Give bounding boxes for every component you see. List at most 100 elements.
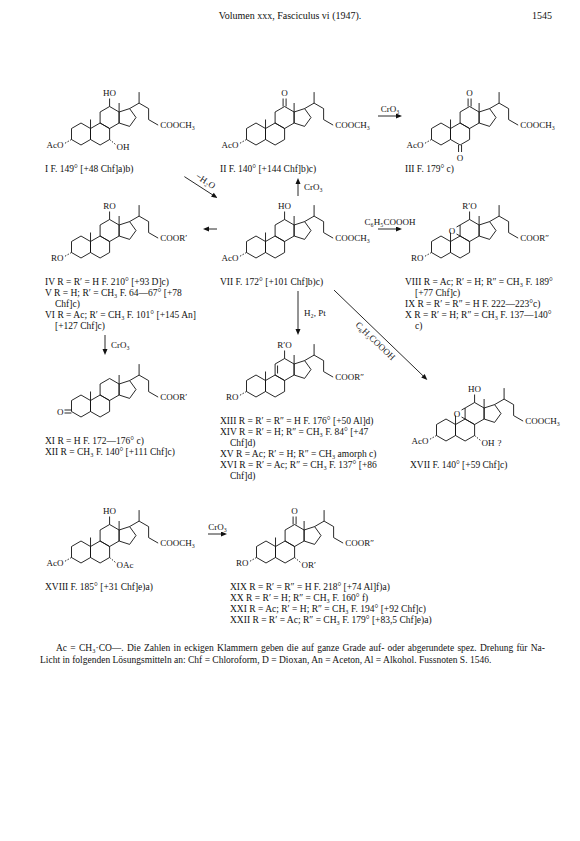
side-chain	[305, 103, 315, 109]
ring-b	[266, 236, 285, 258]
atom-label: COOCH₃	[160, 538, 195, 548]
structure-formula: COOCH₃HOAcOOH?O	[410, 382, 560, 460]
side-chain	[139, 103, 149, 109]
methyl-bond	[304, 521, 305, 530]
side-chain	[499, 92, 500, 103]
atom-label: ?	[498, 438, 502, 448]
atom-label: RO	[236, 558, 249, 568]
compound-caption: I F. 149° [+48 Chf]a)b)	[45, 164, 200, 175]
reaction-arrow	[103, 335, 108, 355]
compound-caption: IX R = R′ = R″ = H F. 222—223°c)	[405, 299, 560, 310]
ring-d	[119, 109, 136, 127]
arrowhead	[396, 227, 402, 232]
ring-c	[465, 403, 484, 425]
double-bond	[286, 99, 287, 107]
atom-label: AcO	[411, 436, 428, 446]
atom-label: COOR″	[345, 538, 374, 548]
compound-caption: XV R = Ac; R′ = H; R″ = CH₃ amorph c)	[220, 449, 392, 460]
side-chain	[139, 216, 149, 222]
atom-label: O	[57, 407, 64, 417]
atom-label: O	[466, 88, 473, 98]
side-chain	[495, 399, 505, 405]
ring-c	[100, 107, 119, 129]
compound-caption: XXII R = R′ = Ac; R″ = CH₃ F. 179° [+83,…	[230, 615, 440, 626]
atom-label: RO	[103, 201, 116, 211]
alpha-bond	[64, 558, 71, 562]
compound-caption: XII R = CH₃ F. 140° [+111 Chf]c)	[45, 447, 200, 458]
reagent-label: CrO₃	[380, 104, 401, 114]
compound-node: COOR″R′OROXIII R = R′ = R″ = H F. 176° […	[220, 338, 392, 482]
side-chain	[333, 527, 334, 538]
ring-d	[294, 109, 311, 127]
side-chain	[324, 372, 334, 378]
methyl-bond	[90, 538, 91, 547]
side-chain	[148, 109, 149, 120]
ring-d	[479, 222, 496, 240]
atom-label: HO	[278, 201, 291, 211]
side-chain	[504, 399, 514, 405]
side-chain	[509, 233, 519, 239]
compound-caption: III F. 179° c)	[405, 164, 560, 175]
methyl-bond	[479, 216, 480, 225]
ring-a	[72, 236, 91, 258]
atom-label: AcO	[46, 558, 63, 568]
ring-b	[456, 419, 475, 441]
page-number: 1545	[532, 10, 552, 21]
bond	[474, 395, 475, 403]
side-chain	[314, 355, 324, 361]
ring-a	[432, 236, 451, 258]
compound-caption: XIII R = R′ = R″ = H F. 176° [+50 Al]d)	[220, 416, 392, 427]
atom-label: O	[457, 153, 464, 163]
ring-a	[257, 541, 276, 563]
atom-label: R′O	[277, 340, 291, 350]
arrowhead	[296, 178, 301, 184]
ring-b	[451, 236, 470, 258]
arrow-shaft	[105, 335, 106, 350]
ring-d	[119, 527, 136, 545]
atom-label: AcO	[46, 140, 63, 150]
atom-label: OH	[117, 142, 130, 152]
double-bond	[293, 517, 294, 525]
double-bond	[64, 413, 71, 414]
ring-d	[294, 222, 311, 240]
side-chain	[323, 109, 324, 120]
methyl-bond	[119, 375, 120, 384]
compound-node: COOR″OROOR′XIX R = R′ = R″ = H F. 218° […	[230, 504, 440, 626]
ring-c	[460, 220, 479, 242]
compound-caption: XVI R = R′ = Ac; R″ = CH₃ F. 137° [+86 C…	[220, 460, 392, 482]
side-chain	[324, 233, 334, 239]
compound-caption: IV R = R′ = H F. 210° [+93 D]c)	[45, 277, 200, 288]
reagent-label: CrO₃	[207, 522, 228, 532]
side-chain	[139, 364, 140, 375]
bond	[469, 212, 470, 220]
side-chain	[130, 103, 140, 109]
arrowhead	[296, 329, 301, 335]
reagent-label: −H₂O	[193, 170, 218, 191]
compound-caption: VII F. 172° [+101 Chf]b)c)	[220, 277, 375, 288]
arrowhead	[221, 532, 227, 537]
side-chain	[508, 222, 509, 233]
side-chain	[130, 216, 140, 222]
double-bond	[471, 99, 472, 107]
compound-caption: X R = R′ = H; R″ = CH₃ F. 137—140° c)	[405, 310, 560, 332]
running-header: Volumen xxx, Fasciculus vi (1947).	[219, 10, 362, 21]
arrowhead	[103, 349, 108, 355]
structure-formula: COOCH₃OAcOO	[405, 86, 560, 164]
atom-label: O	[449, 226, 456, 236]
double-bond	[458, 145, 459, 152]
double-bond	[296, 517, 297, 525]
compound-node: COOR′ROROIV R = R′ = H F. 210° [+93 D]c)…	[45, 199, 200, 332]
compound-node: COOCH₃HOAcOOH?OXVII F. 140° [+59 Chf]c)	[410, 382, 560, 471]
atom-label: COOR″	[335, 372, 364, 382]
side-chain	[509, 120, 519, 126]
alpha-bond	[249, 558, 256, 562]
ring-d	[119, 381, 136, 399]
side-chain	[490, 103, 500, 109]
atom-label: COOR′	[160, 392, 187, 402]
atom-label: RO	[51, 253, 64, 263]
alpha-bond	[64, 253, 71, 257]
side-chain	[324, 521, 334, 527]
compound-caption: VIII R = Ac; R′ = H; R″ = CH₃ F. 189° [+…	[405, 277, 560, 299]
compound-caption: V R = H; R′ = CH₃ F. 64—67° [+78 Chf]c)	[45, 288, 200, 310]
